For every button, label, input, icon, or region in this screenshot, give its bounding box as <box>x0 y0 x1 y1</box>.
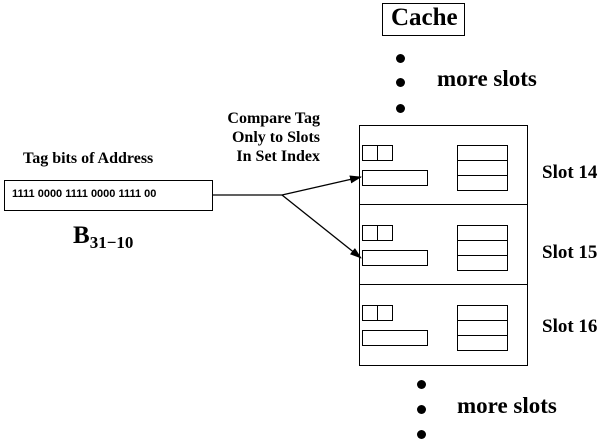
address-caption: Tag bits of Address <box>23 150 154 167</box>
arrow-to-slot-15 <box>281 194 362 259</box>
bit-range-base: B <box>73 222 90 249</box>
arrow-to-slot-14 <box>281 175 362 196</box>
slot-dirty-bit-b <box>377 305 393 321</box>
slot-divider <box>359 204 528 205</box>
bit-range-label: B31−10 <box>73 222 134 252</box>
ellipsis-dot <box>396 78 405 87</box>
slot-data-line <box>457 160 508 161</box>
slot-data-block <box>457 145 508 191</box>
slot-label: Slot 15 <box>542 242 598 263</box>
slot-dirty-bit-b <box>377 145 393 161</box>
slot-dirty-bit-b <box>377 225 393 241</box>
ellipsis-dot <box>417 405 426 414</box>
address-tag-bits: 1111 0000 1111 0000 1111 00 <box>12 188 157 200</box>
slot-data-line <box>457 175 508 176</box>
compare-label-line-1: Compare Tag <box>227 110 320 127</box>
bit-range-subscript: 31−10 <box>89 233 134 252</box>
slot-tag-field <box>362 330 428 346</box>
slot-data-line <box>457 255 508 256</box>
slot-label: Slot 16 <box>542 316 598 337</box>
cache-title: Cache <box>391 4 458 31</box>
slot-data-block <box>457 305 508 351</box>
compare-label-line-3: In Set Index <box>236 148 320 165</box>
address-tag-box <box>4 180 213 211</box>
ellipsis-dot <box>417 430 426 439</box>
more-slots-bottom-label: more slots <box>457 393 557 418</box>
compare-label-line-2: Only to Slots <box>231 129 320 146</box>
ellipsis-dot <box>396 54 405 63</box>
slot-data-block <box>457 225 508 271</box>
slot-data-line <box>457 335 508 336</box>
slot-tag-field <box>362 250 428 266</box>
slot-data-line <box>457 320 508 321</box>
cache-title-box <box>382 3 465 36</box>
more-slots-top-label: more slots <box>437 66 537 91</box>
slot-data-line <box>457 240 508 241</box>
slot-divider <box>359 284 528 285</box>
ellipsis-dot <box>396 104 405 113</box>
slot-tag-field <box>362 170 428 186</box>
ellipsis-dot <box>417 380 426 389</box>
slot-label: Slot 14 <box>542 162 598 183</box>
